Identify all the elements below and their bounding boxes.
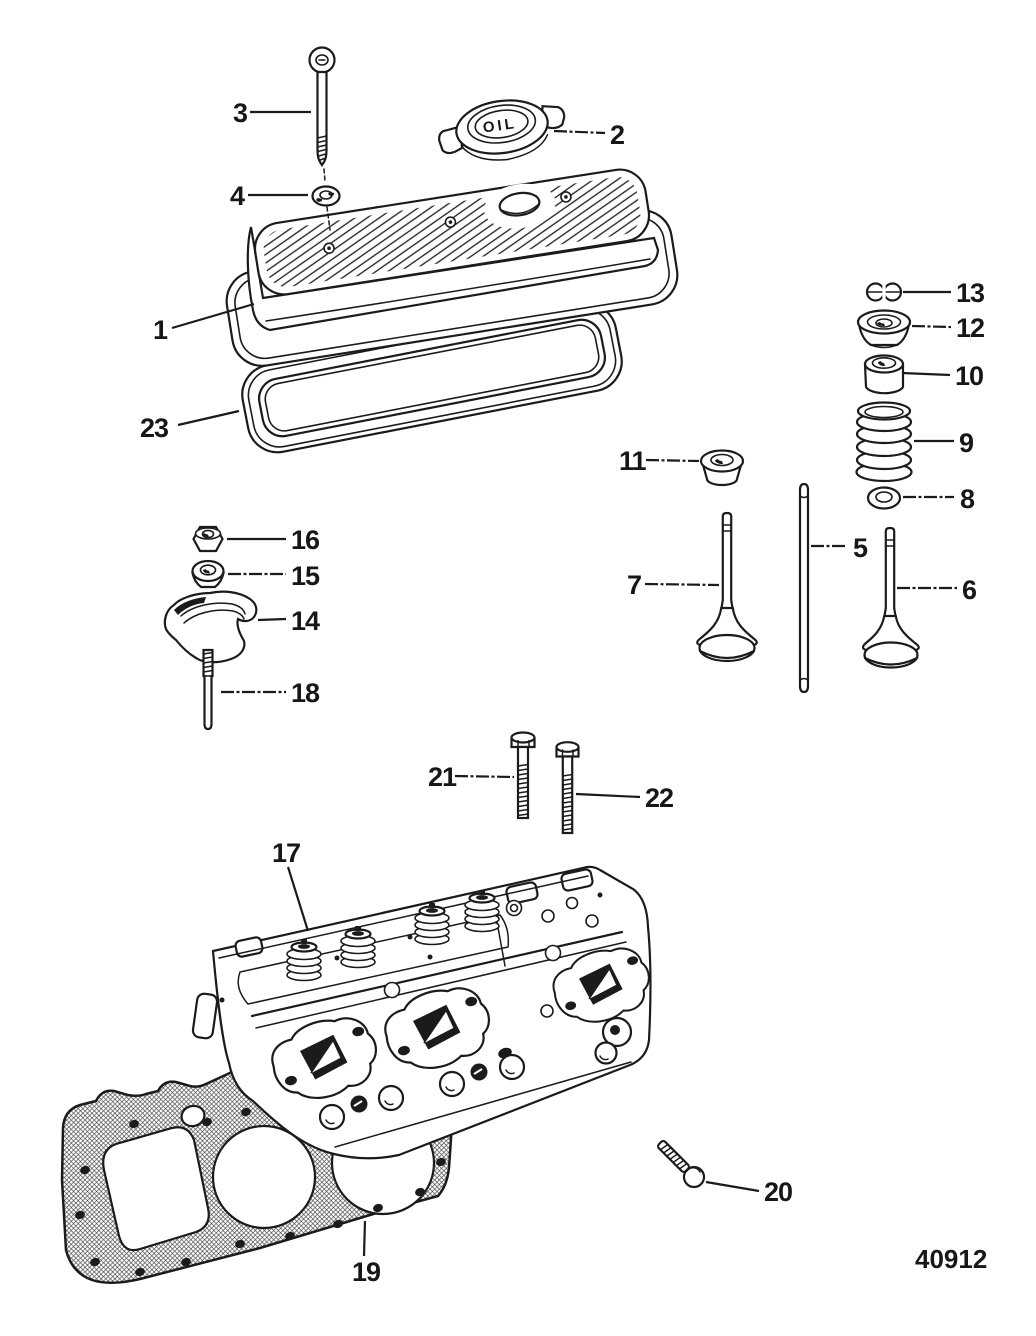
callout-7: 7 bbox=[627, 570, 720, 600]
callout-6: 6 bbox=[897, 575, 978, 605]
callout-23: 23 bbox=[140, 409, 240, 443]
cover-bolt bbox=[308, 46, 336, 182]
valve-spring bbox=[855, 401, 913, 483]
cover-bolt-bosses bbox=[323, 191, 572, 255]
callout-6-label: 6 bbox=[962, 575, 977, 605]
spring-seat-washer bbox=[866, 486, 902, 510]
callout-15-label: 15 bbox=[291, 561, 320, 591]
intake-valve bbox=[696, 511, 758, 663]
cover-bolt-washer bbox=[311, 185, 341, 231]
pushrod-bosses bbox=[318, 1016, 633, 1131]
head-bolt bbox=[555, 741, 580, 835]
gasket-bolt bbox=[657, 1140, 706, 1189]
callout-3-label: 3 bbox=[233, 98, 248, 128]
valve-stem-seal bbox=[699, 449, 745, 487]
bolt-threads bbox=[316, 135, 328, 161]
rocker-arm-stud bbox=[202, 648, 214, 731]
deck-holes bbox=[334, 892, 603, 961]
callouts: 1 2 3 4 5 6 7 8 bbox=[140, 98, 986, 1287]
bolt21-threads bbox=[517, 763, 529, 817]
valve-keepers bbox=[865, 282, 903, 302]
callout-17-label: 17 bbox=[272, 838, 300, 868]
callout-8: 8 bbox=[903, 484, 976, 514]
oil-filler-cap: OIL bbox=[438, 99, 566, 161]
callout-7-label: 7 bbox=[627, 570, 641, 600]
callout-15: 15 bbox=[228, 561, 321, 591]
callout-22-label: 22 bbox=[645, 783, 673, 813]
rocker-cover-gasket bbox=[241, 302, 623, 454]
callout-11: 11 bbox=[619, 446, 700, 476]
callout-12: 12 bbox=[911, 313, 985, 343]
callout-2-label: 2 bbox=[610, 120, 624, 150]
callout-23-label: 23 bbox=[140, 413, 169, 443]
callout-18-label: 18 bbox=[291, 678, 320, 708]
oil-cap-label: OIL bbox=[482, 115, 518, 137]
head-bolt-long bbox=[510, 731, 536, 820]
callout-19: 19 bbox=[352, 1220, 382, 1287]
callout-20-label: 20 bbox=[764, 1177, 792, 1207]
callout-20: 20 bbox=[705, 1177, 793, 1207]
callout-13-label: 13 bbox=[956, 278, 985, 308]
installed-valve-spring bbox=[339, 924, 377, 969]
callout-1-label: 1 bbox=[153, 315, 168, 345]
callout-11-label: 11 bbox=[619, 446, 647, 476]
callout-19-label: 19 bbox=[352, 1257, 381, 1287]
callout-5-label: 5 bbox=[853, 533, 868, 563]
callout-5: 5 bbox=[811, 533, 869, 563]
valve-spring-cap bbox=[863, 354, 905, 395]
callout-21: 21 bbox=[428, 762, 515, 792]
callout-14: 14 bbox=[257, 606, 321, 636]
callout-2: 2 bbox=[553, 120, 625, 150]
callout-9-label: 9 bbox=[959, 428, 974, 458]
callout-1: 1 bbox=[153, 302, 255, 345]
installed-valve-spring bbox=[285, 937, 323, 982]
rocker-pivot-ball bbox=[191, 559, 225, 589]
gasket-cylinder-opening bbox=[102, 1126, 210, 1252]
installed-valve-spring bbox=[413, 901, 451, 946]
callout-18: 18 bbox=[221, 678, 321, 708]
gasket-bolt-holes bbox=[75, 1107, 449, 1277]
drawing-number: 40912 bbox=[915, 1244, 987, 1274]
callout-10-label: 10 bbox=[955, 361, 983, 391]
callout-13: 13 bbox=[903, 278, 986, 308]
callout-8-label: 8 bbox=[960, 484, 975, 514]
installed-valve-spring bbox=[463, 888, 501, 933]
spring-retainer bbox=[856, 309, 912, 349]
callout-9: 9 bbox=[914, 428, 975, 458]
pushrod bbox=[798, 482, 810, 694]
callout-4: 4 bbox=[230, 181, 308, 211]
gasket-cylinder-opening bbox=[211, 1124, 317, 1230]
callout-21-label: 21 bbox=[428, 762, 457, 792]
cylinder-head bbox=[191, 865, 658, 1160]
callout-22: 22 bbox=[575, 783, 674, 813]
bolt22-threads bbox=[562, 773, 573, 831]
exhaust-valve bbox=[861, 526, 920, 669]
callout-16-label: 16 bbox=[291, 525, 320, 555]
callout-3: 3 bbox=[233, 98, 311, 128]
callout-10: 10 bbox=[901, 361, 984, 391]
callout-14-label: 14 bbox=[291, 606, 320, 636]
rocker-cover bbox=[225, 168, 679, 367]
rocker-arm bbox=[163, 590, 258, 664]
callout-4-label: 4 bbox=[230, 181, 245, 211]
callout-17: 17 bbox=[272, 838, 310, 932]
callout-16: 16 bbox=[227, 525, 321, 555]
rocker-arm-nut bbox=[192, 525, 224, 553]
callout-12-label: 12 bbox=[956, 313, 984, 343]
stud-threads bbox=[202, 651, 214, 673]
